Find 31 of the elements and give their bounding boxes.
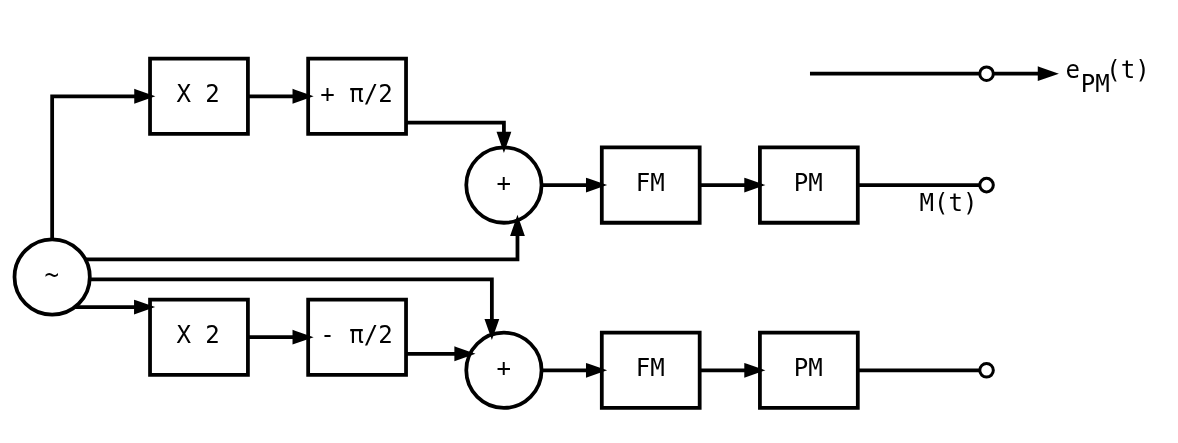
node-box: X 2 — [148, 297, 250, 377]
arrow — [541, 177, 608, 192]
node-circle: ~ — [12, 236, 92, 316]
arrow — [406, 345, 476, 361]
connector — [857, 182, 980, 187]
arrow — [50, 88, 156, 239]
arrow — [248, 88, 314, 104]
node-circle — [978, 361, 995, 379]
node-box: PM — [758, 330, 860, 410]
arrow — [85, 214, 525, 261]
arrow — [699, 177, 766, 192]
arrow — [248, 329, 314, 345]
arrow — [993, 65, 1059, 81]
node-box: + π/2 — [306, 56, 408, 136]
node-circle: + — [464, 145, 544, 225]
node-circle — [978, 64, 995, 82]
arrow — [541, 362, 608, 378]
arrow — [90, 277, 500, 340]
node-circle — [978, 176, 995, 193]
connector — [857, 367, 980, 372]
node-box: FM — [599, 330, 702, 410]
node-box: PM — [758, 145, 860, 225]
node-box: FM — [599, 145, 702, 225]
node-circle: + — [464, 330, 544, 410]
connector — [810, 71, 980, 76]
arrow — [699, 362, 766, 378]
node-box: - π/2 — [306, 297, 408, 377]
arrow — [75, 299, 156, 314]
node-box: X 2 — [148, 56, 250, 136]
node-label: M(t) — [919, 188, 978, 217]
arrow — [406, 120, 512, 153]
